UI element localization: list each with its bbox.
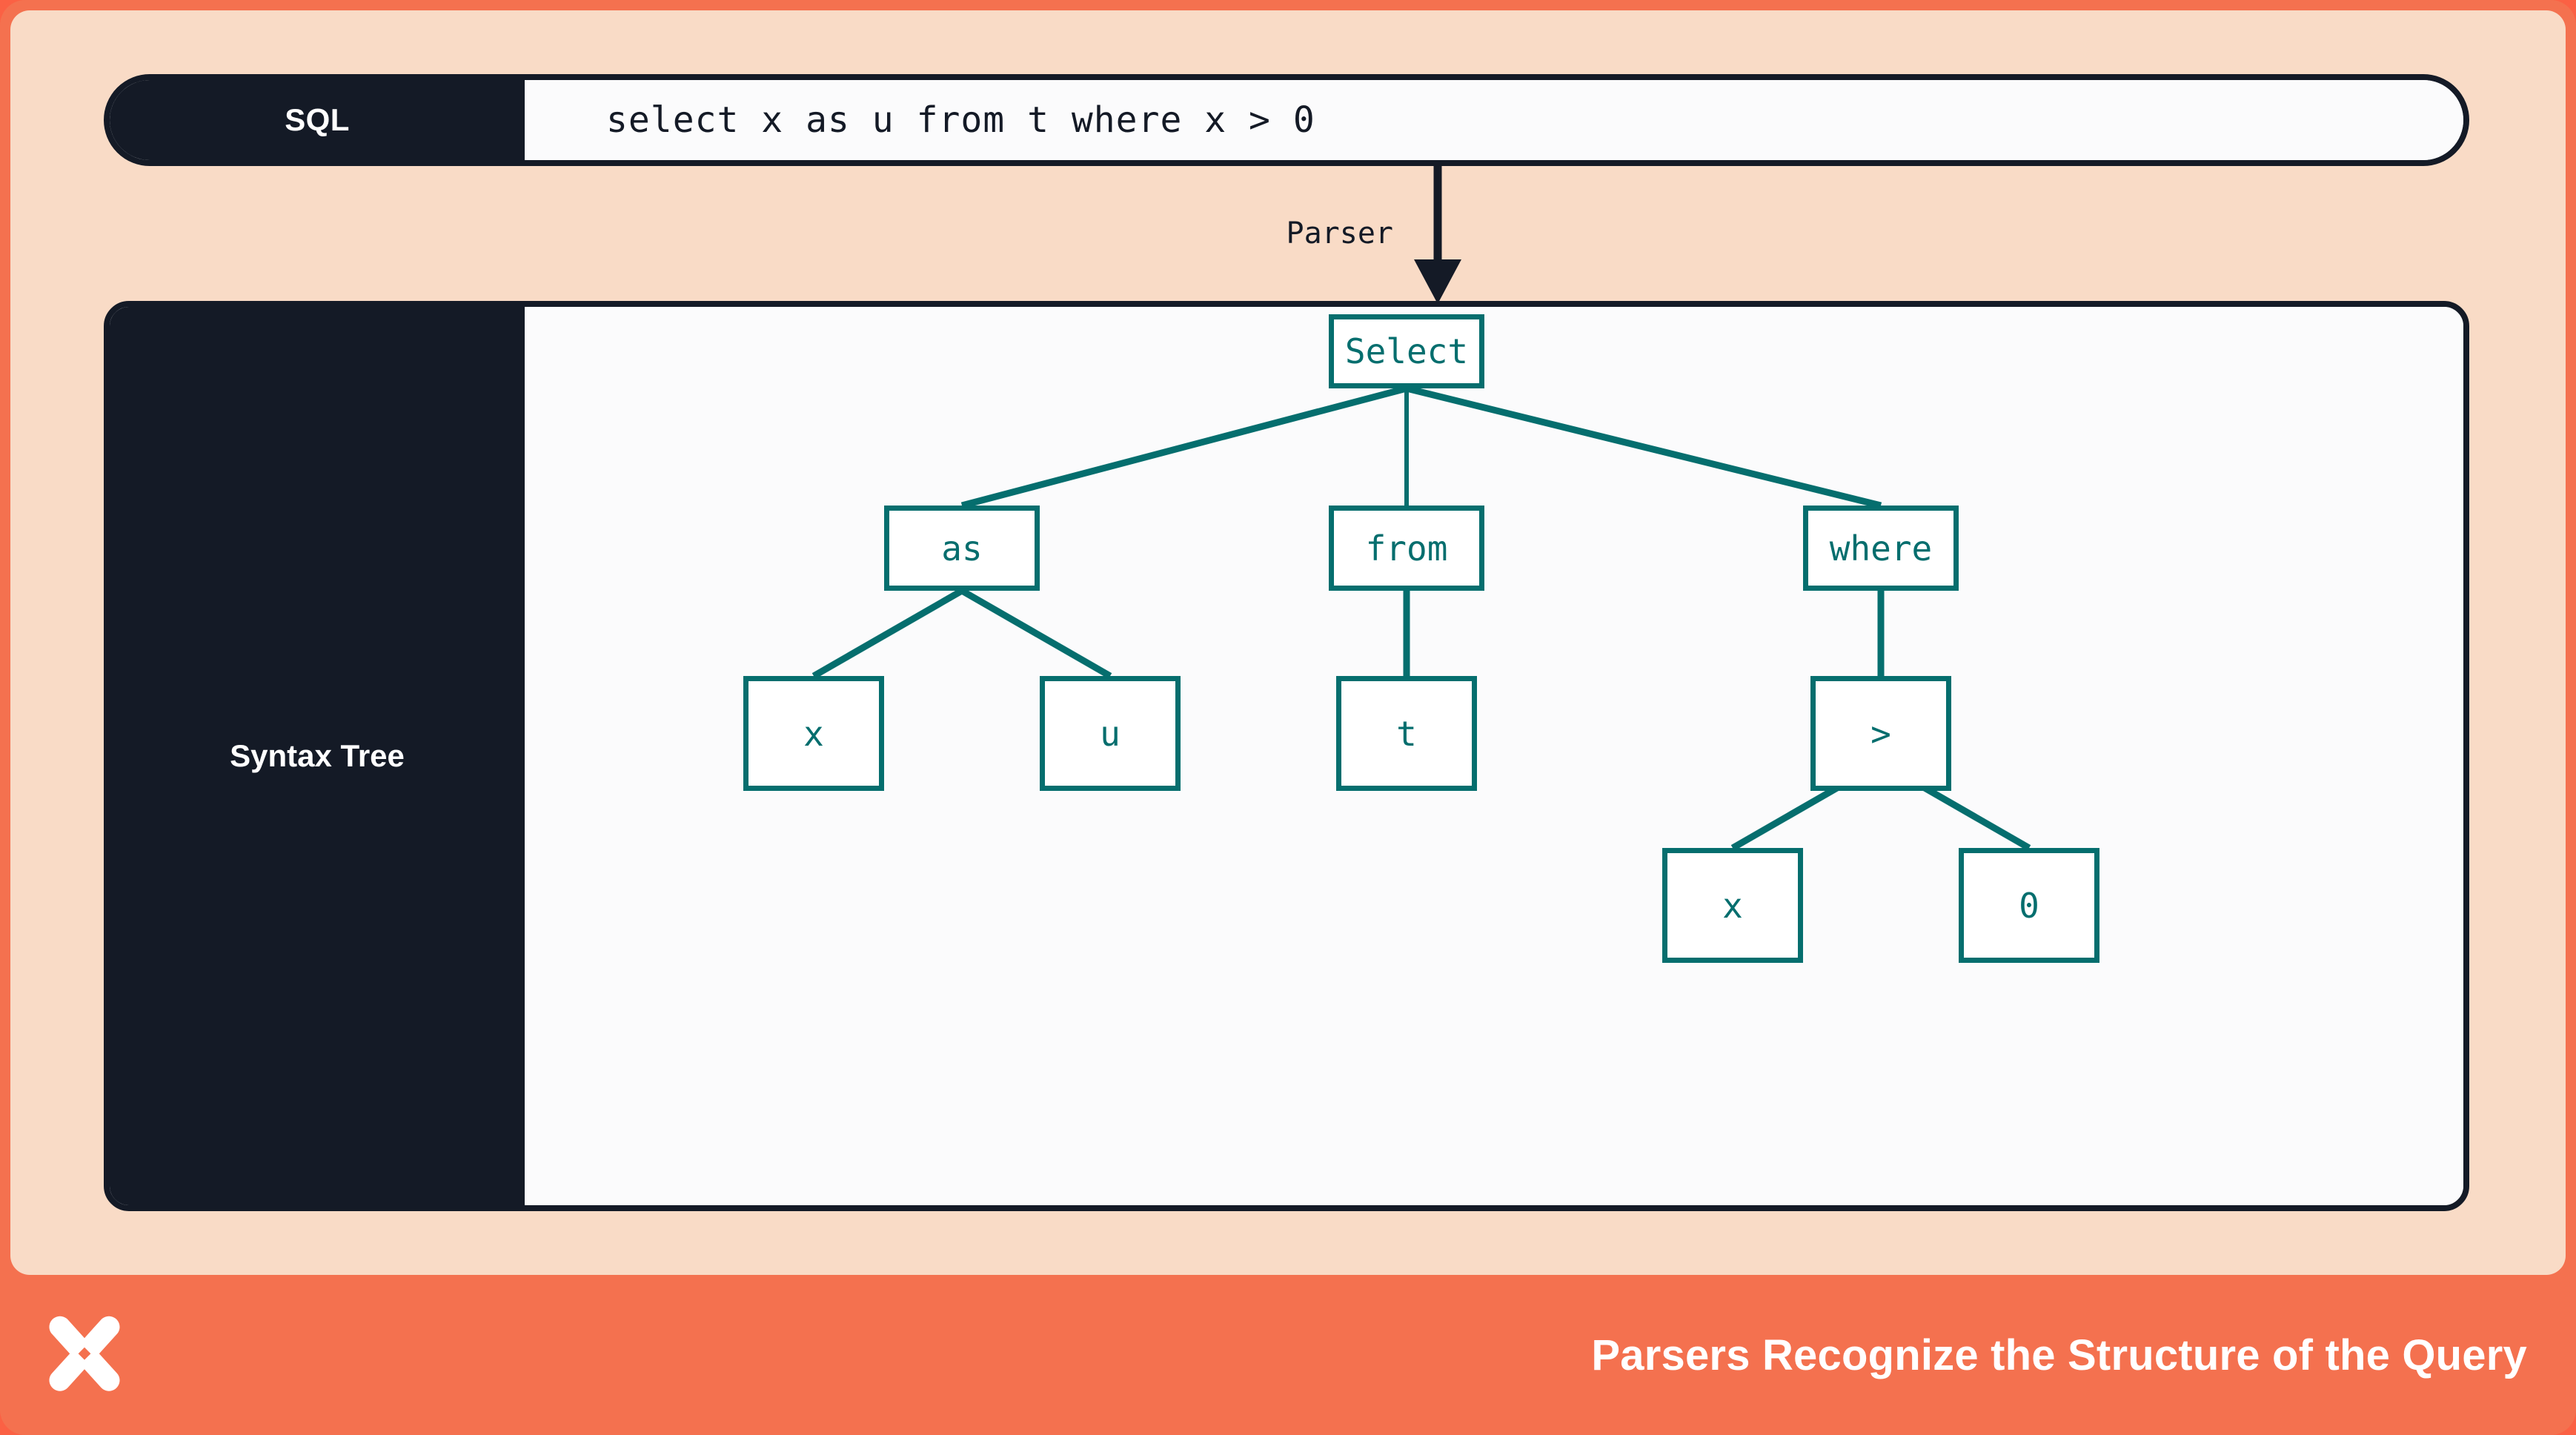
- tree-node-label: x: [1722, 885, 1743, 926]
- tree-canvas: Select as from where x u t: [525, 307, 2463, 1205]
- footer-caption: Parsers Recognize the Structure of the Q…: [1591, 1330, 2527, 1379]
- sql-input-bar: SQL select x as u from t where x > 0: [104, 74, 2469, 166]
- tree-node-as-x[interactable]: x: [743, 676, 884, 791]
- tree-node-from-t[interactable]: t: [1336, 676, 1477, 791]
- tree-node-gt-x[interactable]: x: [1662, 848, 1803, 963]
- tree-node-label: from: [1365, 528, 1448, 569]
- tree-edges: [811, 385, 2031, 851]
- tree-node-where[interactable]: where: [1803, 506, 1959, 591]
- tree-node-label: x: [803, 713, 824, 754]
- tree-node-gt-0[interactable]: 0: [1959, 848, 2099, 963]
- four-point-star-logo-icon: [49, 1316, 120, 1391]
- tree-node-label: >: [1870, 713, 1891, 754]
- sql-row-label: SQL: [110, 80, 525, 160]
- sql-query-field[interactable]: select x as u from t where x > 0: [525, 80, 2463, 160]
- tree-label-text: Syntax Tree: [230, 738, 405, 773]
- tree-node-label: t: [1396, 713, 1417, 754]
- syntax-tree-panel: Syntax Tree: [104, 301, 2469, 1211]
- tree-node-label: where: [1829, 528, 1933, 569]
- tree-node-label: Select: [1344, 331, 1469, 371]
- parser-arrow-icon: [1414, 165, 1461, 304]
- tree-node-label: 0: [2019, 885, 2039, 926]
- tree-node-as-u[interactable]: u: [1040, 676, 1181, 791]
- tree-row-label: Syntax Tree: [110, 307, 525, 1205]
- tree-node-label: as: [941, 528, 983, 569]
- tree-node-gt[interactable]: >: [1810, 676, 1951, 791]
- footer-bar: Parsers Recognize the Structure of the Q…: [0, 1275, 2576, 1435]
- sql-query-text: select x as u from t where x > 0: [606, 99, 1315, 141]
- tree-node-select[interactable]: Select: [1329, 314, 1484, 388]
- tree-node-label: u: [1100, 713, 1121, 754]
- sql-label-text: SQL: [285, 102, 350, 137]
- parser-label: Parser: [1286, 216, 1394, 251]
- tree-node-from[interactable]: from: [1329, 506, 1484, 591]
- tree-node-as[interactable]: as: [884, 506, 1040, 591]
